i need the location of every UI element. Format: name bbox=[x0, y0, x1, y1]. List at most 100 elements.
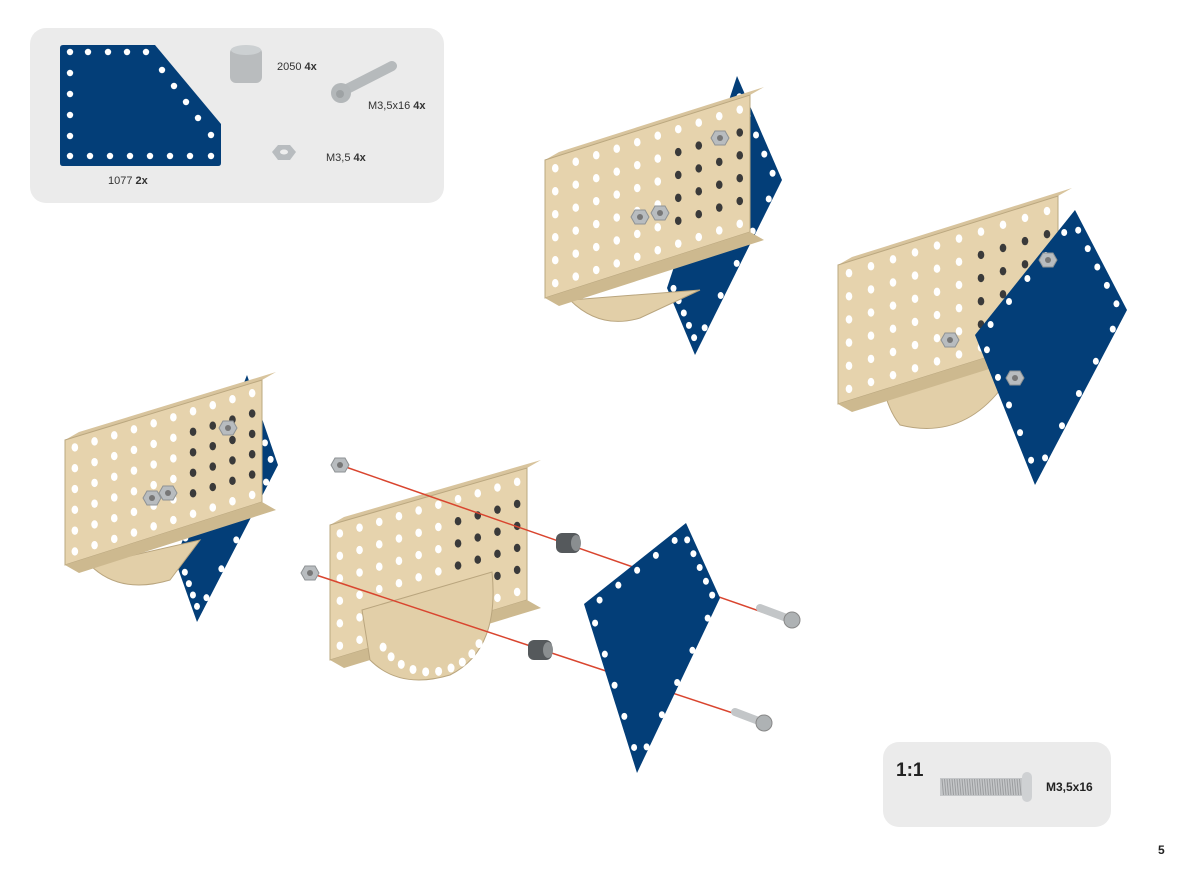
plate-hole bbox=[685, 321, 692, 329]
bracket-hole bbox=[955, 350, 963, 359]
hole bbox=[166, 152, 174, 160]
bracket-hole bbox=[845, 384, 853, 394]
bracket-hole bbox=[674, 239, 682, 248]
bracket-hole bbox=[889, 255, 897, 264]
bracket-hole bbox=[977, 273, 985, 283]
bracket-hole bbox=[71, 443, 79, 452]
bracket-hole bbox=[551, 210, 559, 219]
bracket-hole bbox=[71, 464, 79, 473]
plate-hole bbox=[621, 712, 628, 720]
thread bbox=[1014, 778, 1017, 796]
disc-hole bbox=[468, 649, 476, 659]
bracket-hole bbox=[474, 489, 482, 498]
assembly-exploded bbox=[300, 457, 801, 773]
thread bbox=[941, 778, 944, 796]
plate-hole bbox=[1075, 390, 1082, 397]
bracket-hole bbox=[695, 232, 703, 242]
bracket-hole bbox=[356, 613, 363, 622]
bracket-hole bbox=[572, 157, 580, 166]
bracket-hole bbox=[845, 338, 853, 347]
hole bbox=[170, 82, 178, 90]
bracket-hole bbox=[911, 317, 919, 327]
bracket-hole bbox=[551, 256, 559, 265]
hole bbox=[158, 66, 166, 74]
thread bbox=[994, 778, 997, 796]
bracket-hole bbox=[110, 451, 118, 461]
assembly-step-c bbox=[64, 372, 278, 622]
bracket-hole bbox=[736, 173, 744, 183]
bracket-hole bbox=[110, 431, 118, 440]
thread bbox=[974, 778, 977, 796]
thread bbox=[971, 778, 974, 796]
plate-hole bbox=[1094, 263, 1101, 271]
thread bbox=[954, 778, 957, 796]
plate-hole bbox=[765, 195, 772, 203]
hole bbox=[84, 48, 92, 56]
part-label-nut: M3,5 4x bbox=[326, 152, 366, 164]
plate-hole bbox=[733, 259, 740, 267]
page-number: 5 bbox=[1158, 843, 1165, 857]
bracket-hole bbox=[633, 229, 641, 239]
bracket-hole bbox=[736, 219, 744, 229]
bracket-hole bbox=[91, 437, 98, 446]
bracket-hole bbox=[592, 242, 600, 252]
plate-hole bbox=[717, 292, 724, 300]
plate-hole bbox=[181, 568, 188, 576]
bracket-hole bbox=[150, 419, 157, 428]
bracket-hole bbox=[150, 480, 157, 490]
disc-hole bbox=[435, 666, 443, 676]
thread bbox=[1019, 778, 1022, 796]
bracket-hole bbox=[91, 520, 98, 529]
bracket-hole bbox=[572, 203, 580, 212]
bracket-hole bbox=[189, 407, 197, 416]
bracket-hole bbox=[474, 533, 482, 542]
bracket-hole bbox=[130, 466, 138, 475]
plate-hole bbox=[267, 455, 274, 463]
bracket-hole bbox=[999, 220, 1007, 230]
bracket-hole bbox=[736, 105, 744, 114]
bracket-hole bbox=[592, 173, 600, 183]
bracket-hole bbox=[189, 489, 197, 498]
plate-hole bbox=[631, 743, 638, 751]
bracket-hole bbox=[633, 183, 641, 193]
bracket-hole bbox=[867, 285, 875, 294]
bracket-hole bbox=[736, 196, 744, 206]
bracket-hole bbox=[674, 193, 682, 203]
plate-hole bbox=[690, 550, 697, 558]
bolt-icon bbox=[331, 61, 397, 103]
scale-bolt-icon bbox=[940, 772, 1032, 802]
bracket-hole bbox=[110, 493, 118, 502]
nut-hole bbox=[149, 495, 155, 501]
bracket-hole bbox=[229, 435, 236, 445]
thread bbox=[1009, 778, 1012, 796]
bracket-hole bbox=[845, 315, 853, 324]
plate-hole bbox=[674, 679, 681, 686]
bracket-hole bbox=[248, 450, 256, 459]
hole bbox=[142, 48, 150, 56]
plate-hole bbox=[596, 596, 603, 604]
bracket-hole bbox=[248, 470, 256, 479]
bracket-hole bbox=[911, 294, 919, 303]
bracket-hole bbox=[867, 262, 875, 271]
thread bbox=[1001, 778, 1004, 796]
bracket-hole bbox=[209, 482, 217, 492]
bracket-hole bbox=[435, 522, 442, 532]
bracket-hole bbox=[454, 561, 462, 570]
plate-hole bbox=[1058, 422, 1065, 430]
bracket-hole bbox=[170, 454, 177, 463]
bracket-hole bbox=[336, 619, 344, 628]
bracket-hole bbox=[356, 590, 363, 600]
bracket-hole bbox=[955, 280, 963, 290]
bracket-hole bbox=[150, 522, 157, 531]
plate-hole bbox=[592, 619, 599, 627]
plate-hole bbox=[203, 594, 210, 602]
bracket-hole bbox=[336, 551, 344, 561]
plate-hole bbox=[994, 373, 1001, 381]
bracket-hole bbox=[1021, 213, 1029, 223]
disc-hole bbox=[379, 642, 387, 652]
bracket-hole bbox=[633, 138, 641, 147]
bracket-hole bbox=[248, 490, 256, 500]
bracket-hole bbox=[715, 157, 723, 167]
bracket-hole bbox=[889, 324, 897, 334]
